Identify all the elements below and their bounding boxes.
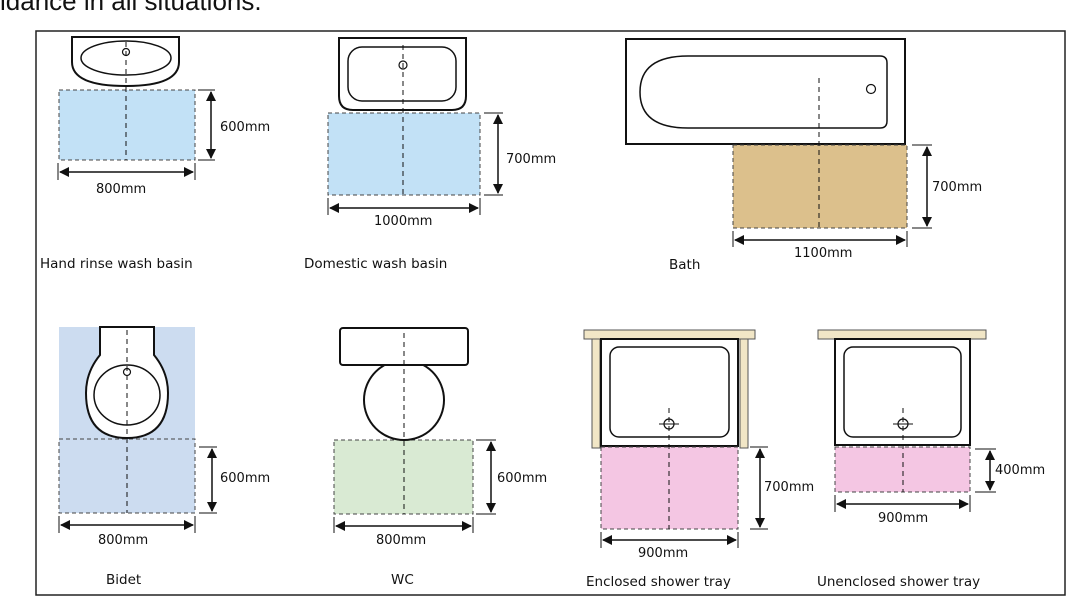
hand-rinse-basin-group: 600mm 800mm Hand rinse wash basin (40, 36, 270, 272)
wc-group: 600mm 800mm WC (333, 327, 547, 588)
enclosed-shower-top-screen (583, 329, 756, 340)
bath-depth-label: 700mm (932, 180, 982, 195)
domestic-basin-group: 700mm 1000mm Domestic wash basin (304, 37, 556, 272)
domestic-activity-zone (327, 112, 481, 196)
enclosed-shower-width-label: 900mm (638, 546, 688, 561)
unenclosed-shower-top-screen (817, 329, 987, 340)
unenclosed-shower-depth-label: 400mm (995, 463, 1045, 478)
bath-activity-zone (732, 144, 908, 229)
diagram-frame (35, 30, 1066, 596)
enclosed-shower-left-screen (591, 338, 601, 449)
bath-caption: Bath (669, 257, 700, 273)
bidet-depth-label: 600mm (220, 471, 270, 486)
enclosed-shower-right-screen (739, 338, 749, 449)
hand-rinse-depth-label: 600mm (220, 120, 270, 135)
domestic-width-label: 1000mm (374, 214, 432, 229)
unenclosed-shower-group: 400mm 900mm Unenclosed shower tray (817, 329, 1045, 590)
domestic-depth-label: 700mm (506, 152, 556, 167)
domestic-caption: Domestic wash basin (304, 256, 447, 272)
bath-group: 700mm 1100mm Bath (625, 38, 982, 273)
enclosed-shower-group: 700mm 900mm Enclosed shower tray (583, 329, 814, 590)
enclosed-shower-caption: Enclosed shower tray (586, 574, 731, 590)
hand-rinse-width-label: 800mm (96, 182, 146, 197)
enclosed-shower-depth-label: 700mm (764, 480, 814, 495)
hand-rinse-caption: Hand rinse wash basin (40, 256, 193, 272)
wc-depth-label: 600mm (497, 471, 547, 486)
unenclosed-shower-width-label: 900mm (878, 511, 928, 526)
page-header-text: idance in all situations. (0, 0, 262, 16)
wc-width-label: 800mm (376, 533, 426, 548)
hand-rinse-activity-zone (58, 89, 196, 161)
bidet-group: 600mm 800mm Bidet (58, 326, 270, 588)
wc-caption: WC (391, 572, 414, 588)
unenclosed-shower-caption: Unenclosed shower tray (817, 574, 980, 590)
enclosed-shower-activity-zone (600, 446, 739, 530)
bidet-width-label: 800mm (98, 533, 148, 548)
bidet-caption: Bidet (106, 572, 141, 588)
bath-width-label: 1100mm (794, 246, 852, 261)
